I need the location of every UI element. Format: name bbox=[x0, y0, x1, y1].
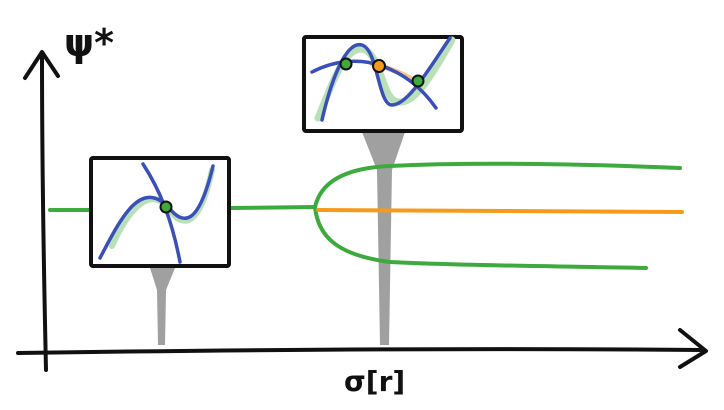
inset-single-fixed-point bbox=[89, 156, 231, 268]
green-branch-middle-segment bbox=[228, 205, 317, 210]
inset-three-fixed-points bbox=[302, 35, 464, 133]
y-axis-label: ψ* bbox=[64, 21, 114, 65]
green-branch-lower bbox=[313, 205, 648, 270]
y-axis bbox=[40, 53, 48, 372]
x-axis-label: σ[r] bbox=[344, 365, 405, 398]
inset-right-fixed-point-middle bbox=[372, 59, 386, 73]
inset-stands bbox=[150, 132, 405, 345]
stand-right bbox=[362, 132, 405, 345]
green-branch-upper bbox=[313, 161, 682, 209]
inset-right-fixed-point-left bbox=[339, 57, 353, 71]
inset-right-fixed-point-right bbox=[411, 74, 425, 88]
inset-left-frame bbox=[89, 156, 231, 268]
x-axis-arrowhead bbox=[678, 328, 708, 369]
x-axis bbox=[16, 347, 704, 355]
y-axis-arrowhead bbox=[23, 50, 60, 80]
orange-branch bbox=[316, 208, 684, 214]
branches bbox=[48, 161, 684, 270]
axes bbox=[16, 50, 708, 372]
inset-left-fixed-point bbox=[159, 200, 173, 214]
stand-left bbox=[150, 268, 175, 345]
